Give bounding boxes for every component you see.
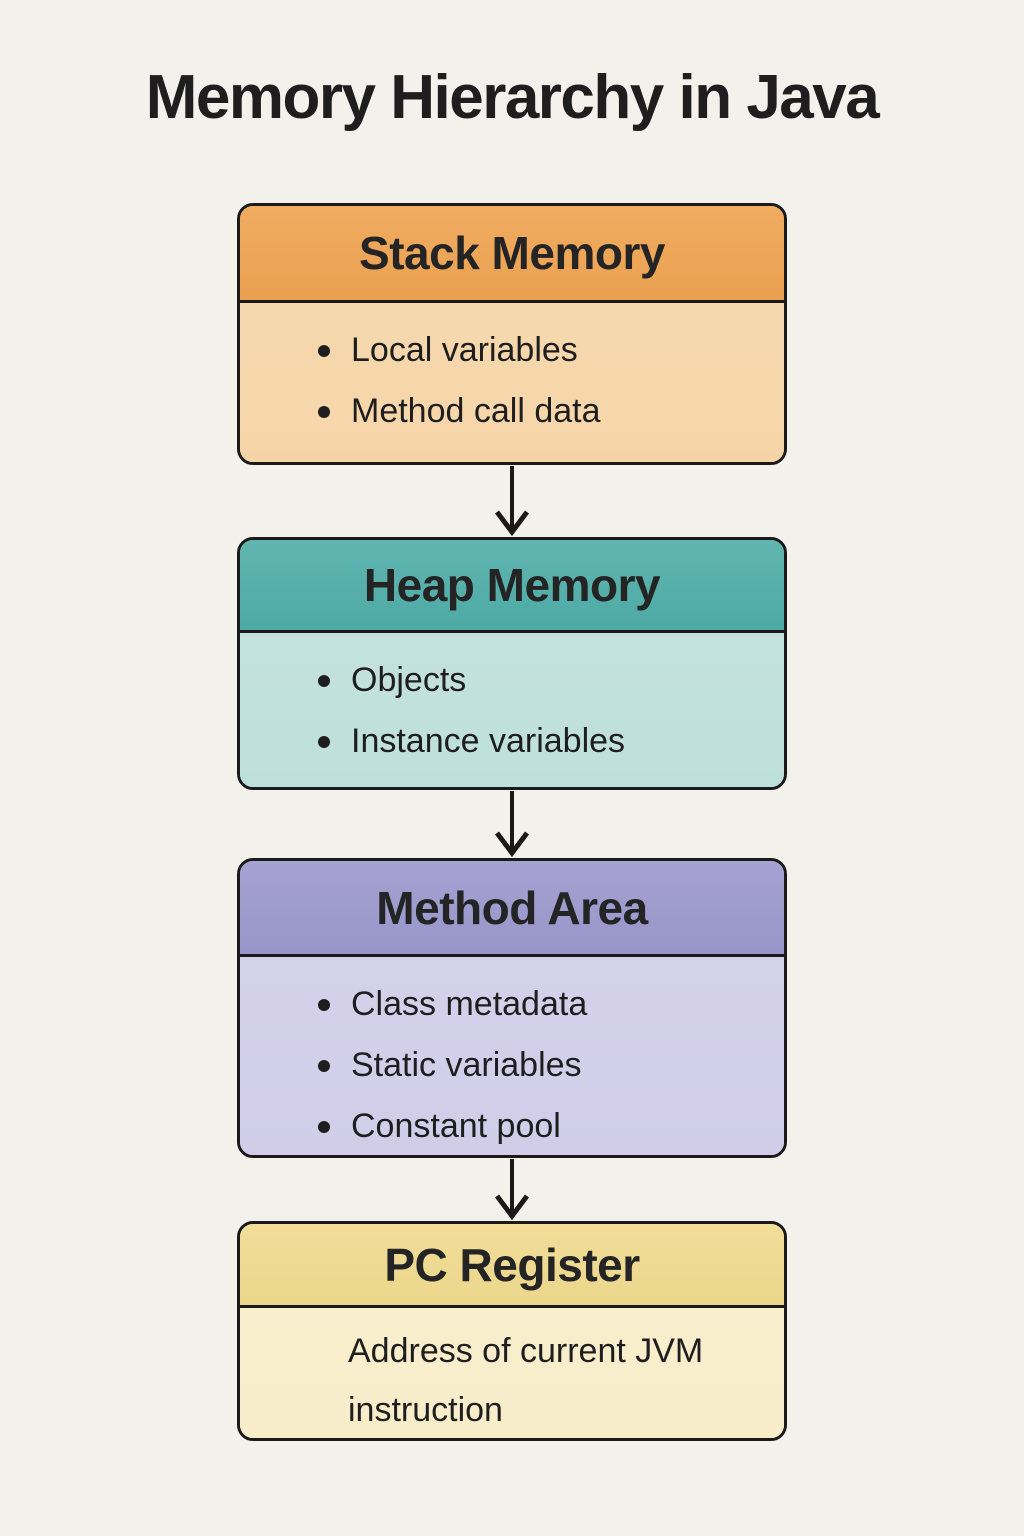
list-item-label: Objects: [351, 661, 467, 699]
list-item: Static variables: [318, 1035, 768, 1096]
list-item-label: Static variables: [351, 1046, 582, 1084]
list-item: Objects: [318, 650, 768, 711]
list-item-label: Local variables: [351, 331, 578, 369]
list-item-label: Instance variables: [351, 722, 626, 760]
node-stack-memory-body: Local variables Method call data: [240, 303, 784, 462]
arrow-down-icon: [495, 791, 529, 857]
list-item-label: Constant pool: [351, 1107, 561, 1145]
bullet-icon: [318, 1120, 330, 1133]
bullet-list: Objects Instance variables: [240, 633, 784, 772]
page-title: Memory Hierarchy in Java: [145, 63, 880, 132]
arrow-down-icon: [495, 466, 529, 536]
list-item: Constant pool: [318, 1096, 768, 1155]
node-pc-register: PC Register Address of current JVM instr…: [237, 1221, 787, 1441]
node-method-area-body: Class metadata Static variables Constant…: [240, 957, 784, 1155]
node-method-area-title: Method Area: [240, 861, 784, 957]
node-heap-memory-body: Objects Instance variables: [240, 633, 784, 787]
list-item-label: Class metadata: [351, 985, 588, 1023]
list-item: Class metadata: [318, 974, 768, 1035]
bullet-icon: [318, 344, 330, 357]
bullet-icon: [318, 998, 330, 1011]
list-item: Instance variables: [318, 711, 768, 772]
arrow-down-icon: [495, 1159, 529, 1220]
node-method-area: Method Area Class metadata Static variab…: [237, 858, 787, 1158]
node-stack-memory: Stack Memory Local variables Method call…: [237, 203, 787, 465]
bullet-list: Local variables Method call data: [240, 303, 784, 442]
bullet-list: Class metadata Static variables Constant…: [240, 957, 784, 1155]
bullet-icon: [318, 405, 330, 418]
node-pc-register-body: Address of current JVM instruction: [240, 1308, 784, 1438]
node-heap-memory-title: Heap Memory: [240, 540, 784, 633]
node-pc-register-title: PC Register: [240, 1224, 784, 1308]
list-item: Local variables: [318, 320, 768, 381]
node-heap-memory: Heap Memory Objects Instance variables: [237, 537, 787, 790]
list-item: Method call data: [318, 381, 768, 442]
node-stack-memory-title: Stack Memory: [240, 206, 784, 303]
bullet-icon: [318, 735, 330, 748]
node-description: Address of current JVM instruction: [348, 1332, 704, 1429]
bullet-icon: [318, 674, 330, 687]
bullet-icon: [318, 1059, 330, 1072]
list-item-label: Method call data: [351, 392, 601, 430]
